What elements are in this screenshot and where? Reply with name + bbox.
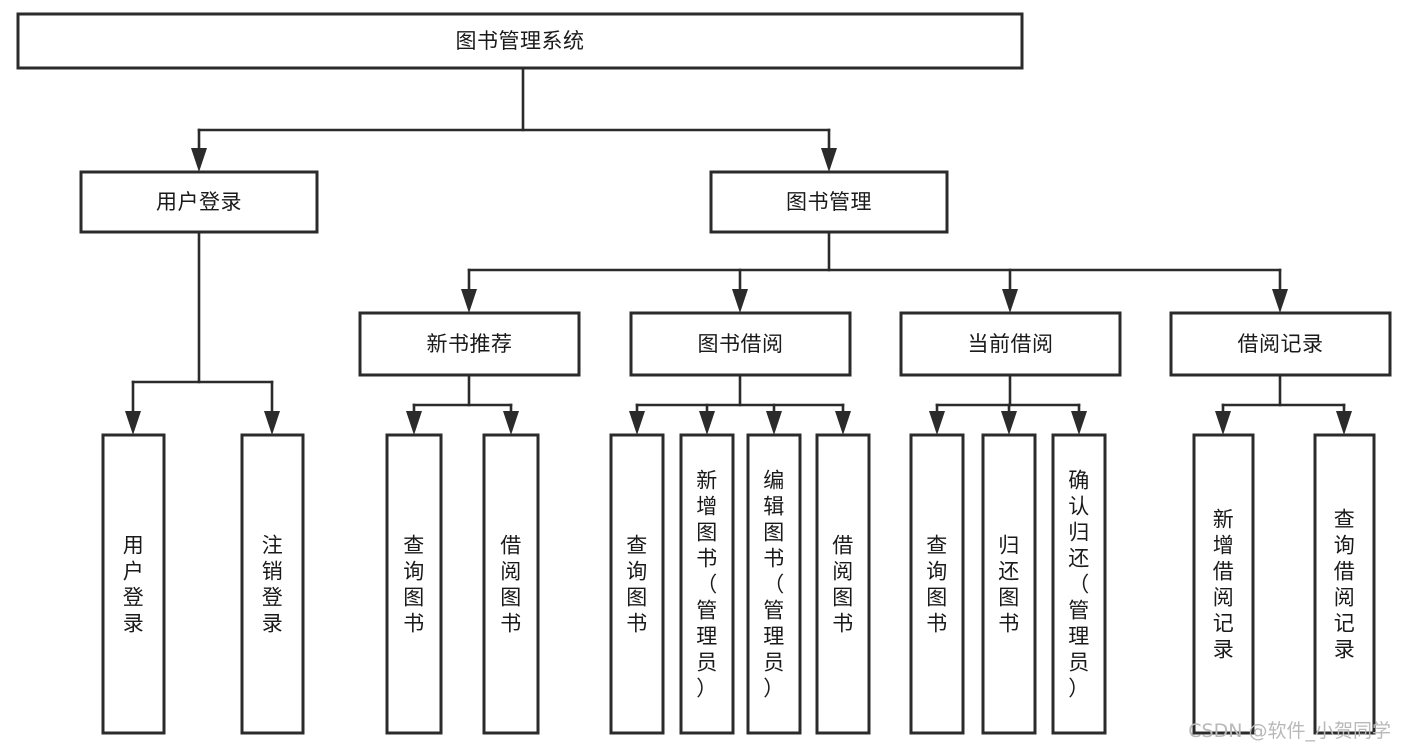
node-box[interactable] [16, 12, 1024, 70]
node-l3-new-book-rec[interactable]: 新书推荐 [358, 311, 581, 377]
connector-arrow-icon [1071, 411, 1087, 435]
node-leaf-return-book[interactable]: 归还图书 [981, 433, 1037, 735]
node-label: 注销登录 [262, 533, 284, 635]
connector-arrow-icon [766, 411, 782, 435]
connector-arrow-icon [264, 411, 280, 435]
node-box[interactable] [1192, 433, 1255, 735]
node-leaf-borrow-book[interactable]: 借阅图书 [815, 433, 871, 735]
connector-group-root [191, 66, 837, 172]
node-box[interactable] [482, 433, 540, 735]
node-box[interactable] [679, 433, 735, 735]
node-l2-user-login[interactable]: 用户登录 [79, 170, 319, 234]
connector-arrow-icon [503, 411, 519, 435]
node-label: 查询图书 [926, 533, 948, 635]
node-label: 新书推荐 [427, 332, 513, 356]
node-box[interactable] [358, 311, 581, 377]
node-box[interactable] [1051, 433, 1107, 735]
node-label: 图书借阅 [698, 332, 784, 356]
node-l3-current-borrow[interactable]: 当前借阅 [899, 311, 1122, 377]
node-leaf-confirm-return-admin[interactable]: 确认归还（管理员） [1051, 433, 1107, 735]
connector-group-user-login [125, 230, 280, 435]
connector-arrow-icon [406, 411, 422, 435]
node-label: 确认归还（管理员） [1068, 468, 1090, 700]
node-box[interactable] [909, 433, 965, 735]
connector-arrow-icon [191, 148, 207, 172]
node-box[interactable] [609, 433, 665, 735]
label-bracket-glyph: ） [696, 676, 718, 700]
label-bracket-glyph: （ [1068, 572, 1090, 596]
node-label: 用户登录 [123, 533, 145, 635]
connector-group-book-manage [461, 230, 1288, 313]
node-label: 新增借阅记录 [1213, 507, 1235, 661]
node-box[interactable] [79, 170, 319, 234]
node-label: 查询图书 [403, 533, 425, 635]
node-leaf-query-book-borrow[interactable]: 查询图书 [609, 433, 665, 735]
node-label: 编辑图书（管理员） [763, 468, 785, 700]
node-box[interactable] [629, 311, 852, 377]
connector-arrow-icon [1002, 289, 1018, 313]
node-leaf-query-book-rec[interactable]: 查询图书 [385, 433, 443, 735]
node-label: 用户登录 [156, 190, 242, 214]
connector-arrow-icon [1272, 289, 1288, 313]
connector-arrow-icon [125, 411, 141, 435]
node-leaf-add-book-admin[interactable]: 新增图书（管理员） [679, 433, 735, 735]
node-label: 图书管理 [786, 190, 872, 214]
node-box[interactable] [101, 433, 166, 735]
connector-arrow-icon [929, 411, 945, 435]
node-label: 图书管理系统 [456, 29, 585, 53]
node-box[interactable] [240, 433, 305, 735]
node-label: 借阅图书 [500, 533, 522, 635]
node-box[interactable] [709, 170, 949, 234]
node-box[interactable] [1313, 433, 1376, 735]
node-box[interactable] [899, 311, 1122, 377]
connector-group-l3-borrow-record [1215, 373, 1352, 435]
node-label: 借阅记录 [1238, 332, 1324, 356]
node-leaf-edit-book-admin[interactable]: 编辑图书（管理员） [746, 433, 802, 735]
node-l3-borrow-record[interactable]: 借阅记录 [1169, 311, 1392, 377]
connector-group-l3-new-book-rec [406, 373, 519, 435]
connector-arrow-icon [835, 411, 851, 435]
node-label: 新增图书（管理员） [696, 468, 718, 700]
label-bracket-glyph: （ [696, 572, 718, 596]
node-leaf-user-login[interactable]: 用户登录 [101, 433, 166, 735]
node-leaf-query-book-current[interactable]: 查询图书 [909, 433, 965, 735]
label-bracket-glyph: ） [1068, 676, 1090, 700]
node-label: 查询借阅记录 [1334, 507, 1356, 661]
connector-arrow-icon [461, 289, 477, 313]
node-box[interactable] [815, 433, 871, 735]
connector-arrow-icon [1001, 411, 1017, 435]
node-layer: 图书管理系统用户登录图书管理新书推荐图书借阅当前借阅借阅记录用户登录注销登录查询… [16, 12, 1392, 735]
connector-arrow-icon [732, 289, 748, 313]
node-label: 归还图书 [998, 533, 1020, 635]
connector-group-l3-current-borrow [929, 373, 1087, 435]
connector-arrow-icon [629, 411, 645, 435]
node-label: 当前借阅 [968, 332, 1054, 356]
node-box[interactable] [1169, 311, 1392, 377]
node-l3-book-borrow[interactable]: 图书借阅 [629, 311, 852, 377]
node-label: 借阅图书 [832, 533, 854, 635]
node-leaf-add-borrow-record[interactable]: 新增借阅记录 [1192, 433, 1255, 735]
connector-arrow-icon [699, 411, 715, 435]
label-bracket-glyph: ） [763, 676, 785, 700]
connector-group-l3-book-borrow [629, 373, 851, 435]
node-l2-book-manage[interactable]: 图书管理 [709, 170, 949, 234]
node-label: 查询图书 [626, 533, 648, 635]
node-leaf-logout-login[interactable]: 注销登录 [240, 433, 305, 735]
label-bracket-glyph: （ [763, 572, 785, 596]
connector-arrow-icon [1336, 411, 1352, 435]
node-box[interactable] [385, 433, 443, 735]
node-box[interactable] [981, 433, 1037, 735]
node-box[interactable] [746, 433, 802, 735]
node-leaf-query-borrow-record[interactable]: 查询借阅记录 [1313, 433, 1376, 735]
node-leaf-borrow-book-rec[interactable]: 借阅图书 [482, 433, 540, 735]
connector-layer [125, 66, 1352, 435]
connector-arrow-icon [821, 148, 837, 172]
node-root[interactable]: 图书管理系统 [16, 12, 1024, 70]
connector-arrow-icon [1215, 411, 1231, 435]
